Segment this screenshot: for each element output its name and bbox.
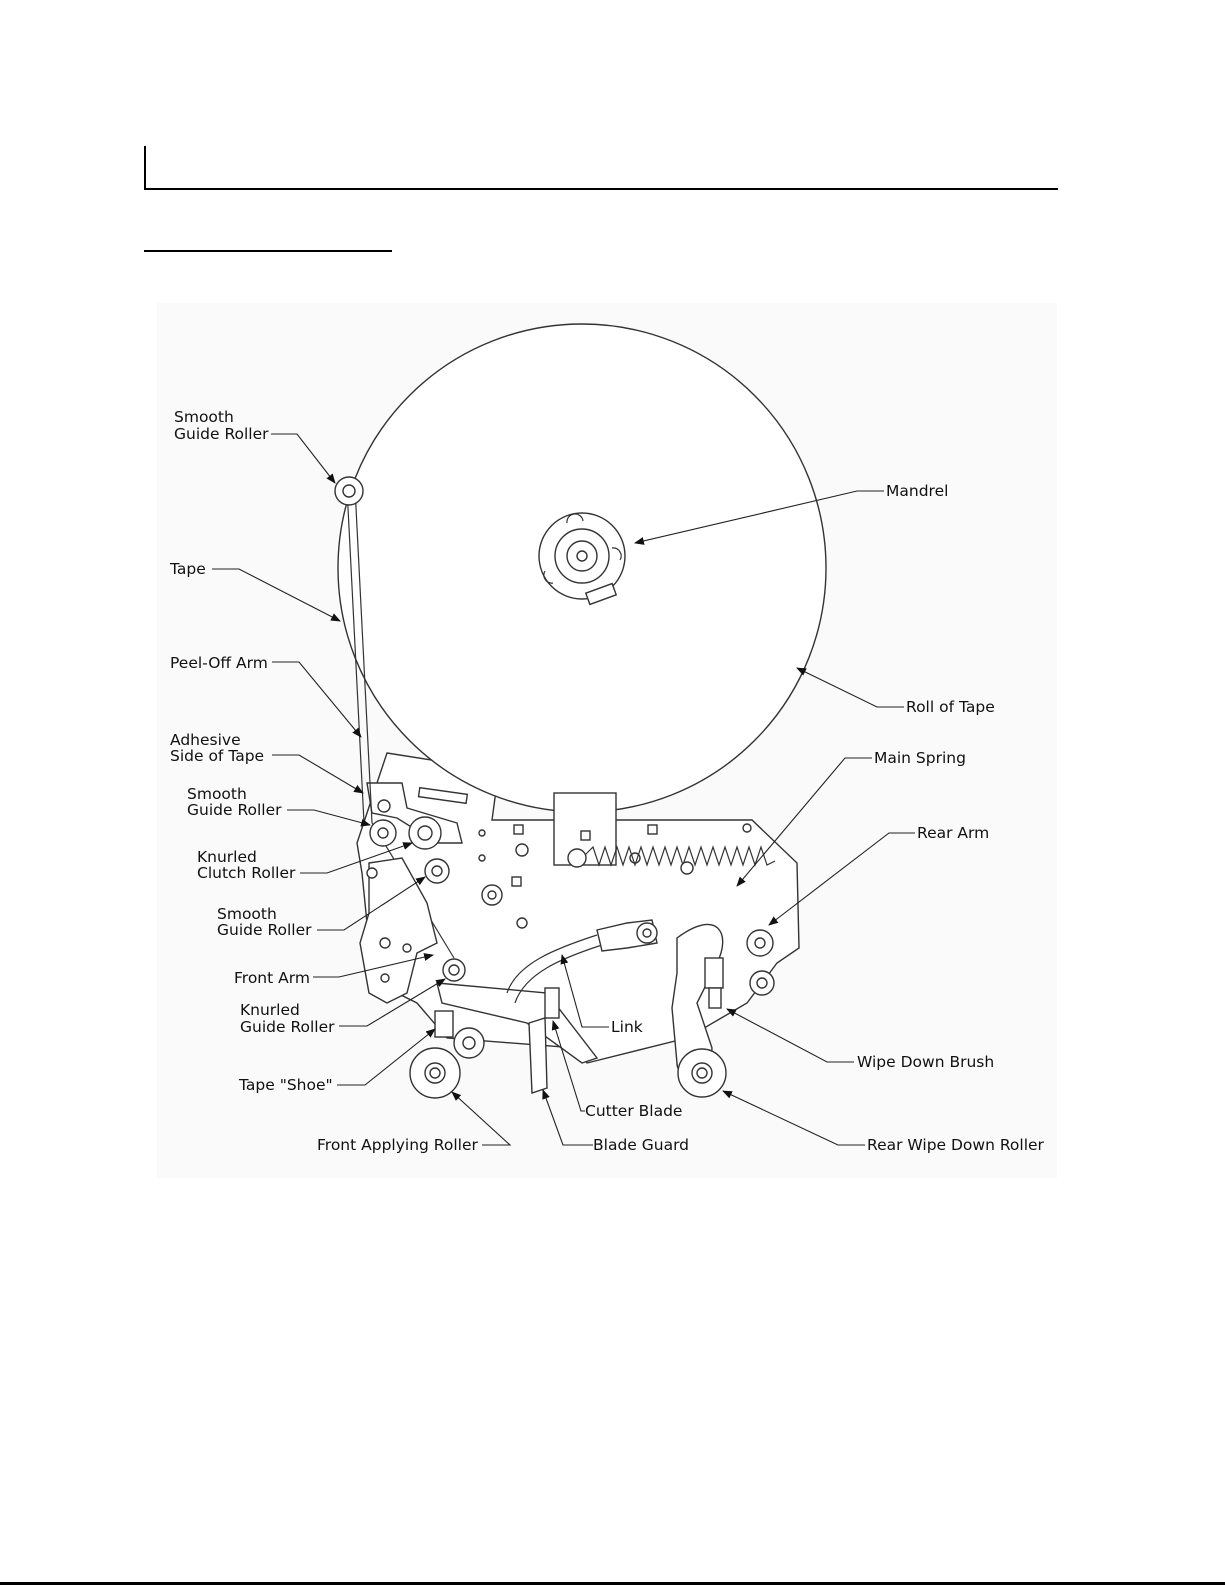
label-roll-of-tape: Roll of Tape <box>906 698 995 716</box>
section-heading-underline <box>144 250 392 252</box>
tape-shoe-shape <box>435 1011 453 1037</box>
label-front-arm: Front Arm <box>234 969 310 987</box>
label-smooth-guide-roller-top-1: Smooth <box>174 408 234 426</box>
label-rear-wipe-down-roller: Rear Wipe Down Roller <box>867 1136 1045 1154</box>
label-knurled-guide-roller-2: Guide Roller <box>240 1018 335 1036</box>
blade-guard-shape <box>529 1018 547 1093</box>
header-rule-horizontal <box>144 188 1058 190</box>
knurled-clutch-roller-shape <box>409 817 441 849</box>
label-mandrel: Mandrel <box>886 482 948 500</box>
label-blade-guard: Blade Guard <box>593 1136 689 1154</box>
smooth-guide-roller-2-shape <box>370 820 396 846</box>
label-knurled-guide-roller-1: Knurled <box>240 1001 300 1019</box>
label-cutter-blade: Cutter Blade <box>585 1102 682 1120</box>
rear-wipe-down-roller-shape <box>678 1049 726 1097</box>
header-rule-vertical <box>144 146 146 190</box>
label-main-spring: Main Spring <box>874 749 966 767</box>
smooth-guide-roller-top-shape <box>335 477 363 505</box>
label-tape: Tape <box>169 560 206 578</box>
front-applying-roller-shape <box>410 1048 460 1098</box>
tape-applicator-diagram: Smooth Guide Roller Tape Peel-Off Arm Ad… <box>157 303 1057 1178</box>
label-knurled-clutch-roller-2: Clutch Roller <box>197 864 296 882</box>
label-adhesive-side-2: Side of Tape <box>170 747 264 765</box>
label-peel-off-arm: Peel-Off Arm <box>170 654 268 672</box>
label-smooth-guide-roller-2-2: Guide Roller <box>187 801 282 819</box>
label-front-applying-roller: Front Applying Roller <box>317 1136 478 1154</box>
label-smooth-guide-roller-3-2: Guide Roller <box>217 921 312 939</box>
label-tape-shoe: Tape "Shoe" <box>238 1076 333 1094</box>
label-link: Link <box>611 1018 643 1036</box>
label-smooth-guide-roller-top-2: Guide Roller <box>174 425 269 443</box>
label-wipe-down-brush: Wipe Down Brush <box>857 1053 994 1071</box>
label-rear-arm: Rear Arm <box>917 824 989 842</box>
knurled-guide-roller-shape <box>443 959 465 981</box>
smooth-guide-roller-3-shape <box>425 859 449 883</box>
